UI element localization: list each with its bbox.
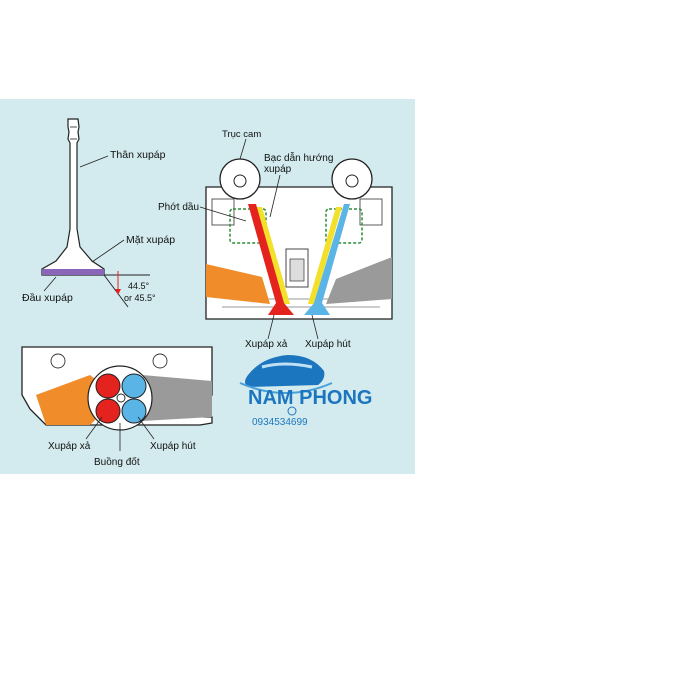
leader-face (91, 239, 125, 263)
leader-oil-seal (199, 206, 247, 222)
exhaust-valve-red (248, 204, 294, 315)
valve-head-highlight (42, 269, 104, 275)
label-valve-head: Đầu xupáp (22, 292, 73, 304)
label-intake-valve-2: Xupáp hút (150, 441, 196, 452)
leader-intake (311, 314, 319, 340)
leader-camshaft (239, 138, 247, 160)
car-logo-icon (245, 355, 325, 387)
label-valve-guide-1: Bạc dẫn hướng (264, 151, 333, 164)
intake-valve-guide (308, 207, 342, 304)
label-camshaft: Trục cam (222, 129, 261, 140)
label-exhaust-valve: Xupáp xả (245, 339, 288, 350)
label-valve-guide-2: xupáp (264, 164, 292, 175)
label-angle-b: or 45.5° (124, 293, 156, 303)
label-oil-seal: Phớt dầu (158, 201, 199, 213)
exhaust-port (206, 264, 270, 304)
label-angle-a: 44.5° (128, 281, 150, 291)
exhaust-valve-bottom (95, 398, 121, 424)
leader-chamber-exhaust (85, 416, 103, 440)
intake-valve-bottom (121, 398, 147, 424)
chamber-intake-port (142, 375, 212, 421)
intake-valve-top (121, 373, 147, 399)
spark-plug-well (285, 248, 309, 288)
exhaust-valve-guide (256, 207, 290, 304)
brand-logo: NAM PHONG 0934534699 (239, 355, 372, 428)
spark-plug-center (116, 393, 126, 403)
diagram-panel: Thân xupáp Mặt xupáp Đầu xupáp 44.5° or … (0, 99, 700, 474)
intake-valve-blue (304, 204, 350, 315)
leader-head (43, 276, 57, 292)
leader-chamber-intake (137, 416, 155, 440)
brand-phone: 0934534699 (252, 417, 308, 428)
intake-port (326, 257, 392, 304)
exhaust-spring (229, 208, 267, 244)
wheel-icon (287, 406, 297, 416)
label-intake-valve: Xupáp hút (305, 339, 351, 350)
leader-stem (79, 155, 109, 168)
label-exhaust-valve-2: Xupáp xả (48, 441, 91, 452)
label-valve-face: Mặt xupáp (126, 234, 175, 246)
valve-diagram: Thân xupáp Mặt xupáp Đầu xupáp 44.5° or … (0, 99, 415, 474)
label-valve-stem: Thân xupáp (110, 149, 166, 161)
leader-exhaust (267, 314, 275, 340)
valve-illustration (41, 118, 150, 308)
exhaust-valve-top (95, 373, 121, 399)
chamber-exhaust-port (36, 375, 100, 425)
leader-guide (269, 174, 281, 218)
brand-name: NAM PHONG (248, 387, 372, 409)
label-combustion-chamber: Buồng đốt (94, 456, 140, 468)
cylinder-head-section (205, 158, 393, 320)
combustion-chamber-view (21, 346, 213, 431)
